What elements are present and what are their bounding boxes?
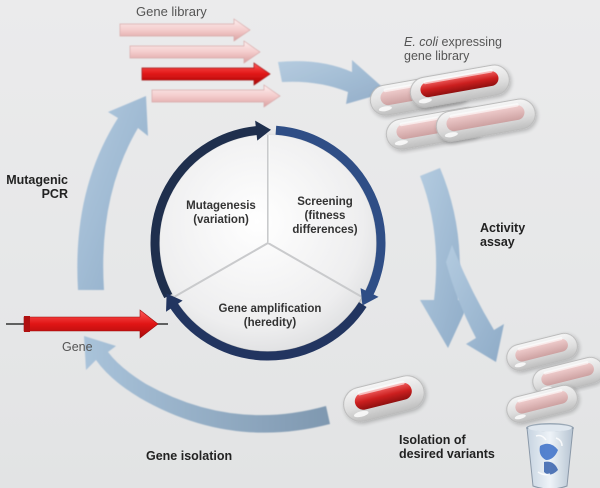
ecoli-cell-cluster [369,64,536,150]
segment-amplification-line1: Gene amplification [218,303,322,315]
isolated-cell-selected [343,375,425,422]
segment-mutagenesis: Mutagenesis (variation) [176,200,266,228]
isolation-line1: Isolation of [399,433,466,447]
segment-amplification-line2: (heredity) [243,316,297,329]
isolation-line2: desired variants [399,447,495,462]
segment-screening-line2: (fitness [304,209,346,222]
gene-library-arrows [119,18,281,108]
ecoli-cell [435,98,536,142]
gene-isolation-label: Gene isolation [146,449,233,463]
ring-arrow-amplification [168,300,367,361]
mutagenic-line2: PCR [41,187,68,202]
flow-arrow-activity-assay [420,168,504,362]
activity-line2: assay [480,235,515,250]
cycle-ring [150,120,386,361]
segment-screening: Screening (fitness differences) [280,196,370,237]
segment-gene-amplification: Gene amplification (heredity) [208,303,332,331]
gene-library-label: Gene library [136,4,207,19]
gene-arrow-variant [119,18,251,42]
ring-arrow-screening [275,125,386,299]
isolated-cell [343,375,425,422]
flow-arrow-gene-isolation [84,336,330,433]
activity-assay-label: Activity assay [480,221,525,250]
discarded-cells [506,332,600,423]
ring-arrow-mutagenesis-head [255,120,271,141]
ring-arrow-amplification-head [166,293,183,312]
activity-line1: Activity [480,221,526,235]
isolation-variants-label: Isolation of desired variants [399,433,495,462]
segment-screening-line1: Screening [297,196,353,208]
cycle-disc [160,135,376,351]
mutagenic-line1: Mutagenic [6,173,68,187]
mutagenic-pcr-label: Mutagenic PCR [0,173,68,202]
trash-bin-icon [526,423,574,488]
flow-arrow-transform [278,60,388,104]
segment-mutagenesis-line2: (variation) [193,213,249,226]
gene-arrow-variant [129,40,261,64]
ecoli-rest: expressing [438,35,502,49]
discarded-cell [506,384,578,423]
ring-arrow-mutagenesis [150,125,261,299]
ring-arrow-screening-head [360,288,379,306]
gene-arrow [6,309,168,339]
flow-arrow-mutagenic-pcr [77,96,148,290]
ecoli-italic: E. coli [404,35,439,49]
discarded-cell [506,332,578,371]
ecoli-line2: gene library [404,49,470,64]
ecoli-label: E. coli expressing gene library [404,35,502,64]
gene-label: Gene [62,340,93,354]
gene-arrow-selected [141,62,271,86]
segment-mutagenesis-line1: Mutagenesis [186,200,256,212]
gene-arrow-variant [151,84,281,108]
discarded-cell [532,356,600,395]
ecoli-cell-selected [409,64,510,108]
segment-screening-line3: differences) [292,223,358,236]
